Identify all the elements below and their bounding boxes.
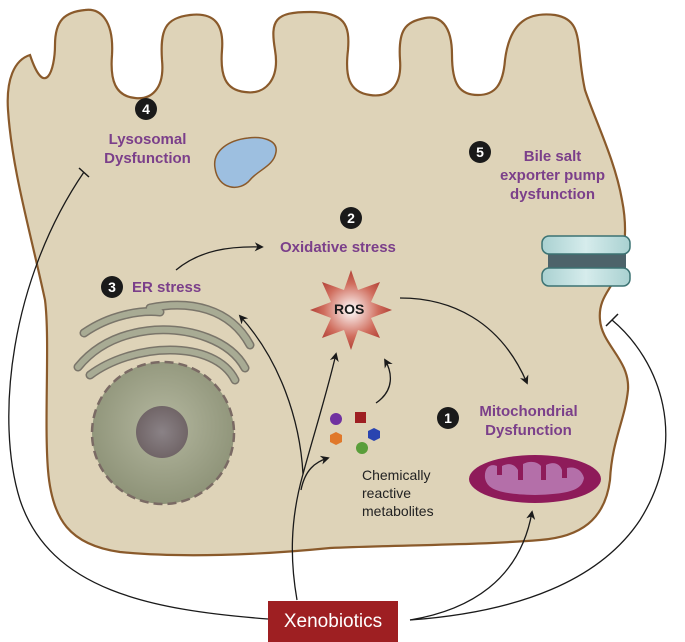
label-line: Mitochondrial <box>479 403 578 420</box>
badge-4: 4 <box>135 98 157 120</box>
metabolites-cluster <box>330 412 380 454</box>
arrow-er-to-oxidative <box>175 242 264 271</box>
arrow-metabolites-to-ros <box>375 358 393 404</box>
label-er-stress: ER stress <box>132 279 202 296</box>
metabolite-red-square <box>355 412 366 423</box>
metabolite-purple-circle <box>330 413 342 425</box>
label-bile-salt-exporter: Bile salt exporter pump dysfunction <box>485 147 620 204</box>
ros-star <box>310 270 392 350</box>
inhibit-bar-lysosome <box>78 167 90 178</box>
metabolite-blue-hexagon <box>368 428 380 441</box>
inhibit-xeno-to-lysosome <box>8 171 269 620</box>
label-mitochondrial-dysfunction: Mitochondrial Dysfunction <box>466 402 591 440</box>
lysosome <box>214 136 277 189</box>
label-line: metabolites <box>362 503 434 519</box>
arrow-xeno-to-mitochondria <box>409 510 536 621</box>
badge-1: 1 <box>437 407 459 429</box>
label-line: Dysfunction <box>104 150 191 167</box>
badge-3: 3 <box>101 276 123 298</box>
metabolite-green-circle <box>356 442 368 454</box>
inhibit-bar-pump <box>605 313 619 327</box>
label-oxidative-stress: Oxidative stress <box>280 239 396 256</box>
arrow-ros-to-mitochondria <box>399 297 529 385</box>
label-line: Chemically <box>362 467 431 483</box>
inhibit-xeno-to-pump <box>409 319 667 621</box>
xenobiotics-box: Xenobiotics <box>268 601 398 642</box>
label-line: Bile salt <box>523 148 582 165</box>
metabolite-orange-hexagon <box>330 432 342 445</box>
nucleolus <box>136 406 188 458</box>
arrow-xeno-to-metabolites <box>300 455 330 491</box>
label-line: exporter pump <box>499 167 605 184</box>
endoplasmic-reticulum <box>73 300 255 385</box>
badge-5: 5 <box>469 141 491 163</box>
label-line: Lysosomal <box>108 131 187 148</box>
mitochondrion <box>469 455 601 503</box>
label-chemically-reactive-metabolites: Chemically reactive metabolites <box>362 466 434 520</box>
label-lysosomal-dysfunction: Lysosomal Dysfunction <box>90 130 205 168</box>
badge-2: 2 <box>340 207 362 229</box>
label-line: Dysfunction <box>485 422 572 439</box>
label-line: dysfunction <box>510 186 595 203</box>
label-line: reactive <box>362 485 412 501</box>
arrow-xeno-to-ros <box>302 352 339 475</box>
bile-salt-export-pump <box>541 235 631 287</box>
ros-label: ROS <box>334 301 365 317</box>
